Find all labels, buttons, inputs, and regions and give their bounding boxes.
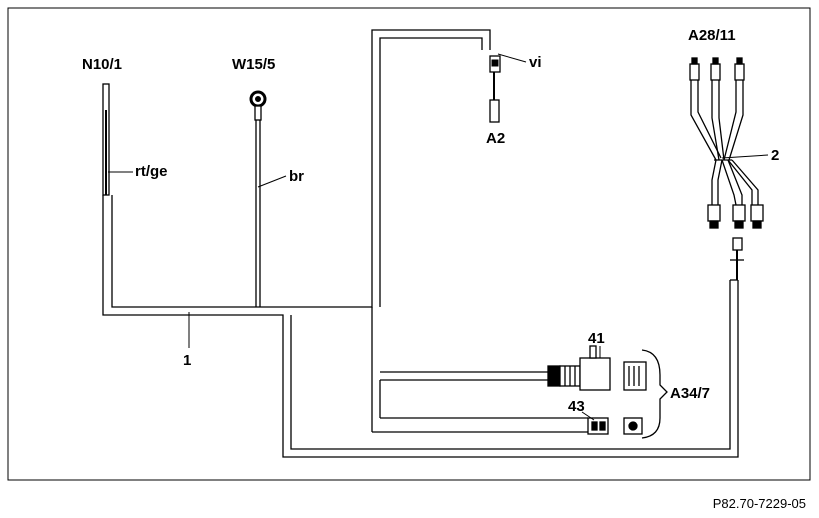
connector-43 [587, 417, 609, 435]
a28-11-harness-2 [689, 57, 764, 280]
label-rt-ge: rt/ge [135, 163, 168, 180]
leader-lines [108, 53, 769, 421]
main-harness-1 [102, 29, 739, 458]
label-vi: vi [529, 54, 542, 71]
label-harness-1: 1 [183, 352, 191, 369]
diagram-frame [7, 7, 811, 481]
a34-7-bracket [641, 349, 668, 439]
figure-reference: P82.70-7229-05 [713, 496, 806, 511]
connector-41 [547, 345, 611, 391]
label-a28-11: A28/11 [688, 27, 736, 44]
label-n10-1: N10/1 [82, 56, 122, 73]
a34-7-connectors [623, 361, 647, 435]
a2-connector [489, 55, 501, 123]
label-w15-5: W15/5 [232, 56, 275, 73]
label-connector-43: 43 [568, 398, 585, 415]
label-connector-41: 41 [588, 330, 605, 347]
w15-5-ground-lead [249, 90, 267, 307]
label-br: br [289, 168, 304, 185]
label-a34-7: A34/7 [670, 385, 710, 402]
label-harness-2: 2 [771, 147, 779, 164]
label-a2: A2 [486, 130, 505, 147]
n10-1-wire [102, 83, 110, 196]
